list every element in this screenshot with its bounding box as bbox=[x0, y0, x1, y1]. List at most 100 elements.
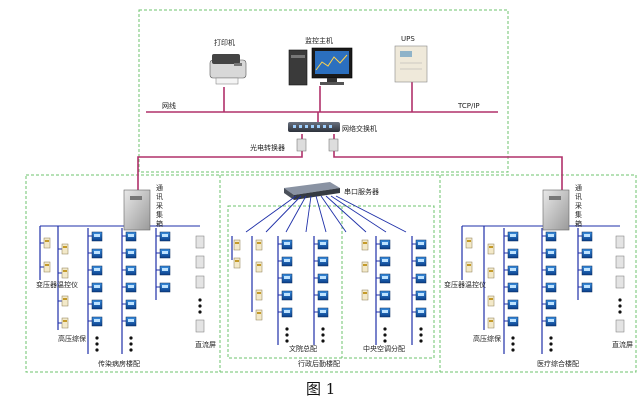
network-cable-label: 网线 bbox=[162, 101, 176, 110]
bus-line bbox=[285, 195, 307, 233]
more-dots bbox=[618, 298, 622, 314]
meter-icon bbox=[507, 231, 519, 242]
meter-icon bbox=[91, 282, 103, 293]
meter-icon bbox=[317, 290, 329, 301]
meter-icon bbox=[317, 256, 329, 267]
more-dots bbox=[285, 327, 289, 343]
dc-panel-icon bbox=[615, 235, 625, 249]
temp-controller-icon bbox=[487, 295, 495, 307]
collector-box-right bbox=[542, 189, 570, 231]
temp-controller-icon bbox=[61, 267, 69, 279]
meter-icon bbox=[317, 307, 329, 318]
bus-line bbox=[330, 195, 387, 233]
dc-panel-icon bbox=[195, 255, 205, 269]
meter-icon bbox=[159, 282, 171, 293]
meter-icon bbox=[545, 316, 557, 327]
mid-sub-b-label: 中央空调分配 bbox=[363, 344, 405, 353]
temp-controller-icon bbox=[61, 295, 69, 307]
printer-label: 打印机 bbox=[214, 38, 235, 47]
serial-server-icon bbox=[284, 182, 340, 200]
left-dc-label: 直流屏 bbox=[195, 340, 216, 349]
network-switch-icon bbox=[288, 122, 340, 132]
temp-controller-icon bbox=[487, 317, 495, 329]
meter-icon bbox=[507, 316, 519, 327]
more-dots bbox=[419, 327, 423, 343]
meter-icon bbox=[125, 316, 137, 327]
meter-icon bbox=[91, 248, 103, 259]
meter-icon bbox=[507, 248, 519, 259]
dc-panel-icon bbox=[195, 319, 205, 333]
dc-panel-icon bbox=[615, 319, 625, 333]
left-hv-label: 高压综保 bbox=[58, 334, 86, 343]
bus-line bbox=[245, 195, 297, 233]
temp-controller-icon bbox=[361, 261, 369, 273]
meter-icon bbox=[581, 265, 593, 276]
temp-controller-icon bbox=[255, 309, 263, 321]
meter-icon bbox=[91, 231, 103, 242]
more-dots bbox=[95, 336, 99, 352]
meter-icon bbox=[415, 273, 427, 284]
meter-icon bbox=[281, 273, 293, 284]
collector-box-left bbox=[123, 189, 151, 231]
temp-controller-icon bbox=[255, 289, 263, 301]
temp-controller-icon bbox=[361, 239, 369, 251]
meter-icon bbox=[581, 231, 593, 242]
meter-icon bbox=[545, 282, 557, 293]
temp-controller-icon bbox=[61, 243, 69, 255]
monitoring-host-icon bbox=[288, 47, 353, 86]
more-dots bbox=[129, 336, 133, 352]
bottom-zone-boundary bbox=[25, 174, 637, 373]
temp-controller-icon bbox=[255, 261, 263, 273]
mid-building-label: 行政后勤楼配 bbox=[298, 359, 340, 368]
switch-label: 网络交换机 bbox=[342, 124, 377, 133]
dc-panel-icon bbox=[195, 235, 205, 249]
meter-icon bbox=[91, 316, 103, 327]
protocol-label: TCP/IP bbox=[457, 102, 480, 110]
meter-icon bbox=[507, 265, 519, 276]
left-transformer-label: 变压器温控仪 bbox=[36, 280, 78, 289]
meter-icon bbox=[379, 290, 391, 301]
dc-panel-icon bbox=[615, 255, 625, 269]
temp-controller-icon bbox=[233, 239, 241, 251]
meter-icon bbox=[125, 231, 137, 242]
ups-icon bbox=[394, 45, 428, 83]
meter-icon bbox=[281, 307, 293, 318]
temp-controller-icon bbox=[487, 243, 495, 255]
meter-icon bbox=[507, 299, 519, 310]
meter-icon bbox=[379, 273, 391, 284]
printer-icon bbox=[209, 54, 247, 85]
more-dots bbox=[511, 336, 515, 352]
temp-controller-icon bbox=[255, 239, 263, 251]
serial-server-label: 串口服务器 bbox=[344, 187, 379, 196]
figure-caption: 图 1 bbox=[306, 380, 335, 398]
meter-icon bbox=[125, 299, 137, 310]
meter-icon bbox=[159, 265, 171, 276]
temp-controller-icon bbox=[233, 257, 241, 269]
right-transformer-label: 变压器温控仪 bbox=[444, 280, 486, 289]
right-dc-label: 直流屏 bbox=[612, 340, 633, 349]
dc-panel-icon bbox=[195, 275, 205, 289]
right-hv-label: 高压综保 bbox=[473, 334, 501, 343]
dc-panel-icon bbox=[615, 275, 625, 289]
meter-icon bbox=[159, 231, 171, 242]
temp-controller-icon bbox=[61, 317, 69, 329]
left-building-label: 传染病房楼配 bbox=[98, 359, 140, 368]
meter-icon bbox=[125, 265, 137, 276]
meter-icon bbox=[379, 256, 391, 267]
meter-icon bbox=[545, 299, 557, 310]
meter-icon bbox=[507, 282, 519, 293]
meter-icon bbox=[281, 256, 293, 267]
meter-icon bbox=[379, 307, 391, 318]
temp-controller-icon bbox=[43, 237, 51, 249]
meter-icon bbox=[317, 239, 329, 250]
meter-icon bbox=[125, 248, 137, 259]
more-dots bbox=[321, 327, 325, 343]
temp-controller-icon bbox=[361, 289, 369, 301]
bus-line bbox=[305, 195, 312, 233]
bus-line bbox=[265, 195, 302, 233]
meter-icon bbox=[581, 248, 593, 259]
more-dots bbox=[383, 327, 387, 343]
meter-icon bbox=[91, 299, 103, 310]
left-collector-label: 通讯采集箱 bbox=[156, 183, 163, 228]
